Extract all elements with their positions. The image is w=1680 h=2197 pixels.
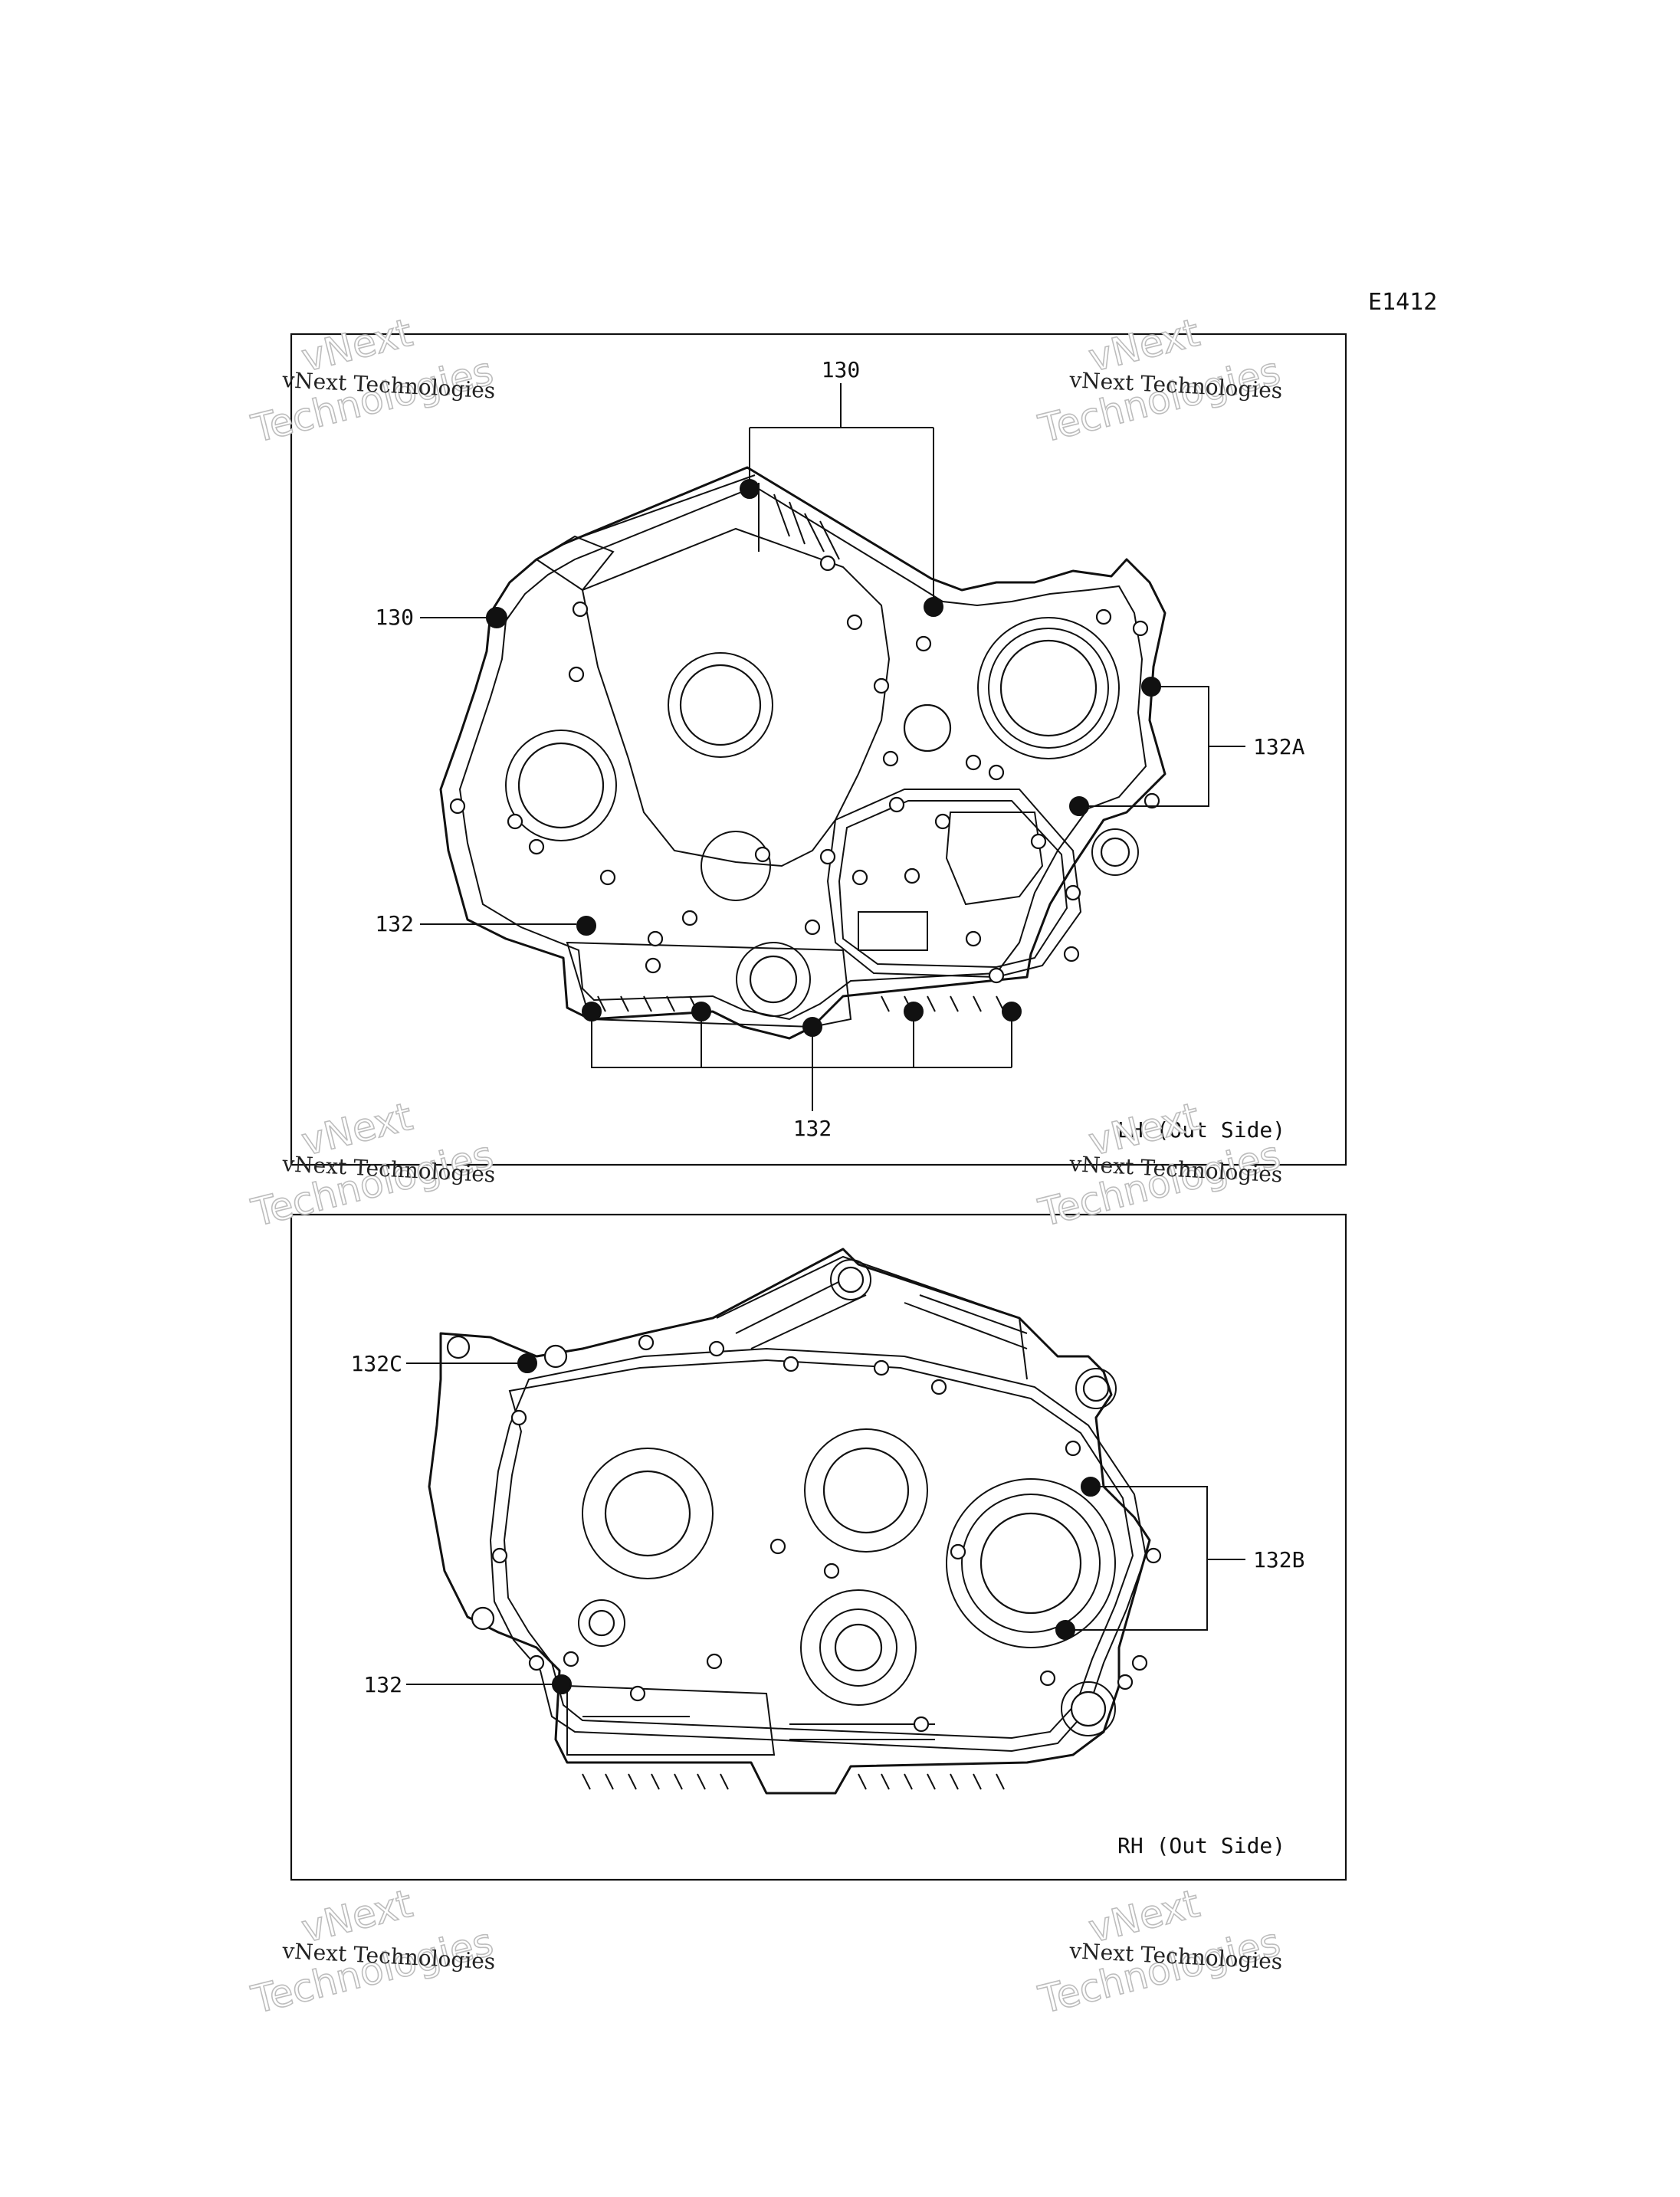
- rh-crankcase-drawing: [428, 1248, 1162, 1795]
- bolt-132a-a: [1141, 677, 1161, 697]
- bolt-132-rh: [552, 1674, 572, 1694]
- rh-leader-lines: [406, 1362, 1245, 1685]
- bolt-132-5: [1002, 1002, 1022, 1021]
- bolt-130-a: [740, 479, 760, 499]
- bolt-132a-b: [1069, 796, 1089, 816]
- callout-label: 132C: [351, 1351, 402, 1376]
- rh-view-frame: [290, 1213, 1347, 1881]
- lh-view-panel: 130 130 132A 132 132 LH (Out Side): [290, 333, 1347, 1166]
- bolt-132-3: [802, 1017, 822, 1037]
- watermark: vNext Technologies vNext Technologies: [1034, 1881, 1285, 2023]
- callout-label: 132: [375, 911, 414, 936]
- watermark: vNext Technologies vNext Technologies: [247, 1881, 498, 2023]
- callout-label: 132A: [1253, 734, 1305, 759]
- callout-label: 130: [375, 605, 414, 630]
- bolt-132b-a: [1081, 1477, 1101, 1497]
- rh-bolts: [517, 1353, 1101, 1694]
- bolt-130-c: [486, 607, 507, 628]
- view-label: LH (Out Side): [1117, 1117, 1285, 1143]
- lh-leader-lines: [420, 383, 1245, 1111]
- bolt-132-side: [576, 916, 596, 936]
- lh-view-frame: [290, 333, 1347, 1166]
- bolt-132-4: [904, 1002, 924, 1021]
- callout-label: 132: [793, 1116, 832, 1141]
- callout-label: 132: [363, 1672, 402, 1697]
- bolt-130-b: [924, 597, 943, 617]
- watermark: vNext Technologies vNext Technologies: [1034, 310, 1285, 452]
- bolt-132c: [517, 1353, 537, 1373]
- view-label: RH (Out Side): [1117, 1833, 1285, 1858]
- bolt-132-2: [691, 1002, 711, 1021]
- callout-label: 130: [822, 357, 861, 382]
- callout-label: 132B: [1253, 1547, 1304, 1572]
- watermarks: vNext Technologies vNext Technologies vN…: [247, 310, 1285, 2023]
- bolt-132-1: [582, 1002, 602, 1021]
- bolt-132b-b: [1055, 1620, 1075, 1640]
- diagram-ref-code: E1412: [1368, 289, 1437, 316]
- rh-view-panel: 132C 132B 132 RH (Out Side): [290, 1213, 1347, 1881]
- watermark: vNext Technologies vNext Technologies: [247, 310, 498, 452]
- lh-crankcase-drawing: [439, 466, 1166, 1040]
